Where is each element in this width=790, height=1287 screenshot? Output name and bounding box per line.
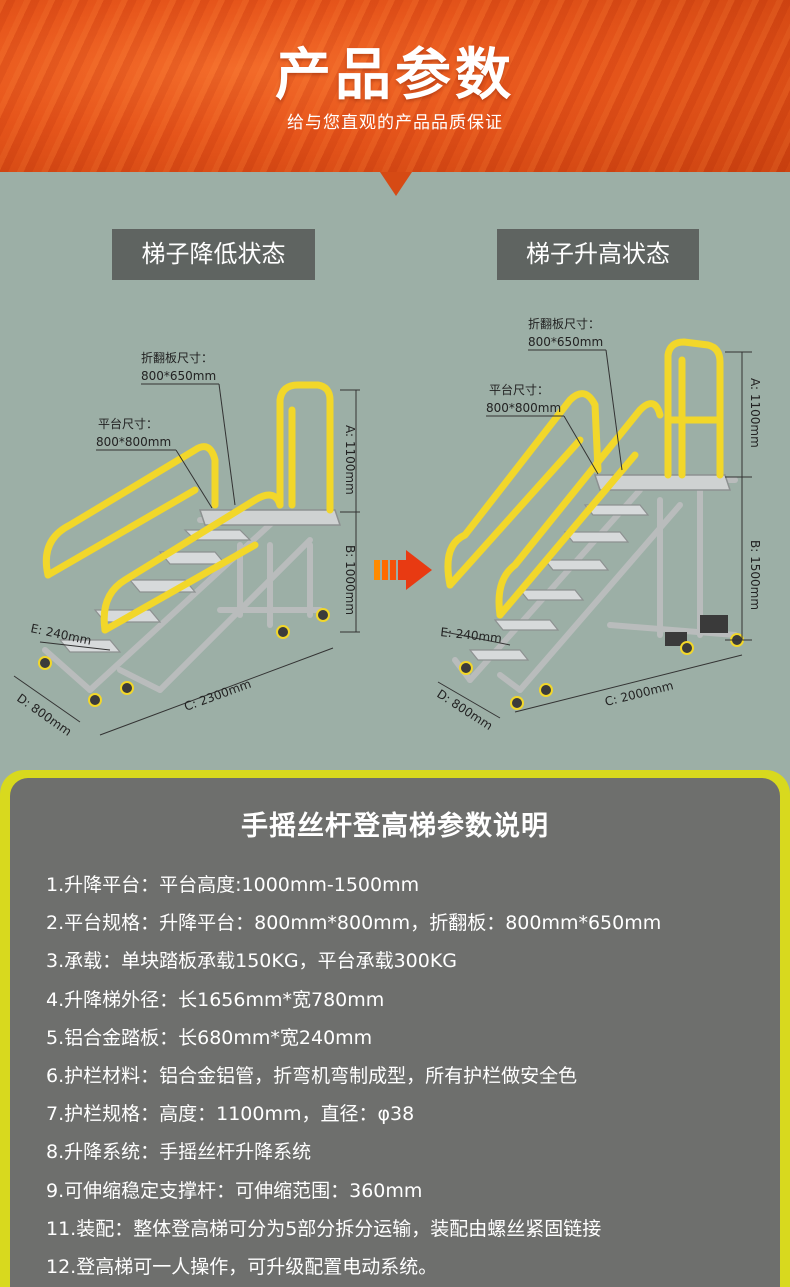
spec-panel-title: 手摇丝杆登高梯参数说明 <box>241 811 549 842</box>
low-dim-c: C: 2300mm <box>182 677 253 714</box>
low-dim-b: B: 1000mm <box>343 545 357 615</box>
spec-item: 5.铝合金踏板：长680mm*宽240mm <box>46 1026 373 1049</box>
spec-panel-body: 手摇丝杆登高梯参数说明 1.升降平台：平台高度:1000mm-1500mm 2.… <box>10 778 780 1287</box>
high-platform-label: 平台尺寸： <box>489 382 549 397</box>
low-platform-label: 平台尺寸： <box>98 416 158 431</box>
high-dim-c: C: 2000mm <box>603 678 674 709</box>
transition-arrow-icon <box>374 550 432 590</box>
high-dim-e: E: 240mm <box>440 625 503 645</box>
ladder-diagrams: 折翻板尺寸： 800*650mm 平台尺寸： 800*800mm A: 1100… <box>13 316 762 739</box>
low-platform-size: 800*800mm <box>96 435 171 449</box>
low-fold-board-label: 折翻板尺寸： <box>141 350 213 365</box>
high-fold-board-size: 800*650mm <box>528 335 603 349</box>
label-ladder-lowered: 梯子降低状态 <box>112 229 315 280</box>
low-dim-d: D: 800mm <box>14 691 74 739</box>
spec-item: 9.可伸缩稳定支撑杆：可伸缩范围：360mm <box>46 1179 423 1202</box>
high-platform-size: 800*800mm <box>486 401 561 415</box>
spec-item: 12.登高梯可一人操作，可升级配置电动系统。 <box>46 1255 438 1278</box>
spec-item: 3.承载：单块踏板承载150KG，平台承载300KG <box>46 950 458 973</box>
spec-item: 11.装配：整体登高梯可分为5部分拆分运输，装配由螺丝紧固链接 <box>46 1217 602 1240</box>
header-banner: 产品参数 给与您直观的产品品质保证 <box>0 0 790 172</box>
spec-item: 8.升降系统：手摇丝杆升降系统 <box>46 1141 312 1164</box>
page-title: 产品参数 <box>275 43 515 108</box>
low-fold-board-size: 800*650mm <box>141 369 216 383</box>
label-ladder-raised: 梯子升高状态 <box>497 229 699 280</box>
spec-item: 1.升降平台：平台高度:1000mm-1500mm <box>46 874 420 896</box>
high-fold-board-label: 折翻板尺寸： <box>528 316 600 331</box>
spec-list: 1.升降平台：平台高度:1000mm-1500mm 2.平台规格：升降平台：80… <box>46 866 661 1286</box>
spec-item: 6.护栏材料：铝合金铝管，折弯机弯制成型，所有护栏做安全色 <box>46 1064 578 1087</box>
page-subtitle: 给与您直观的产品品质保证 <box>287 113 503 133</box>
spec-item: 2.平台规格：升降平台：800mm*800mm，折翻板：800mm*650mm <box>46 912 662 935</box>
header-pointer <box>380 172 412 196</box>
spec-item: 4.升降梯外径：长1656mm*宽780mm <box>46 988 385 1011</box>
high-dim-a: A: 1100mm <box>748 378 762 448</box>
spec-item: 7.护栏规格：高度：1100mm，直径：φ38 <box>46 1103 415 1126</box>
high-dim-b: B: 1500mm <box>748 540 762 610</box>
low-dim-a: A: 1100mm <box>343 425 357 495</box>
spec-panel: 手摇丝杆登高梯参数说明 1.升降平台：平台高度:1000mm-1500mm 2.… <box>0 770 790 1287</box>
ladder-raised-illustration: 折翻板尺寸： 800*650mm 平台尺寸： 800*800mm A: 1100… <box>434 316 762 733</box>
low-dim-e: E: 240mm <box>29 621 92 648</box>
ladder-lowered-illustration: 折翻板尺寸： 800*650mm 平台尺寸： 800*800mm A: 1100… <box>13 350 360 739</box>
